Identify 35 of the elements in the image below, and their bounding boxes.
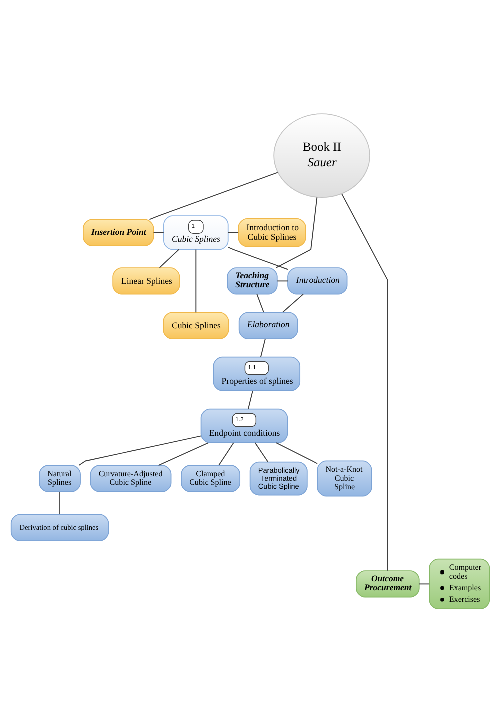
connector (153, 232, 164, 234)
connector (260, 338, 266, 358)
connector (418, 584, 430, 585)
node-box: Natural Splines (39, 465, 81, 492)
node-box: Insertion Point (83, 219, 154, 246)
connector (282, 294, 304, 313)
node-box: Outcome Procurement (356, 570, 420, 598)
node-box: Elaboration (238, 312, 298, 340)
node-box: Teaching Structure (227, 268, 278, 295)
node-box: Linear Splines (112, 268, 180, 295)
connector (254, 442, 269, 463)
connector (149, 172, 278, 220)
connector (78, 436, 202, 466)
node-box: Not-a-Knot Cubic Spline (317, 460, 372, 497)
connector (276, 442, 318, 464)
node-box: Computer codes Examples Exercises (429, 558, 490, 610)
connector (158, 442, 210, 466)
connector (228, 247, 288, 270)
connector (228, 232, 239, 234)
connector (248, 390, 254, 410)
node-box: Introduction to Cubic Splines (238, 218, 306, 248)
connector (342, 194, 388, 572)
connector (159, 249, 180, 268)
node-ellipse: Book II Sauer (274, 114, 370, 198)
node-box: Parabolically Terminated Cubic Spline (250, 462, 308, 496)
connector (196, 249, 197, 314)
node-box: Clamped Cubic Spline (181, 465, 240, 492)
connector (277, 280, 288, 282)
connector (256, 294, 264, 313)
node-box: Curvature-Adjusted Cubic Spline (90, 465, 172, 492)
connector (276, 197, 318, 268)
connector (218, 442, 234, 466)
node-box: Introduction (288, 268, 348, 295)
node-box: Derivation of cubic splines (10, 514, 110, 542)
node-box: Cubic Splines (163, 312, 230, 340)
